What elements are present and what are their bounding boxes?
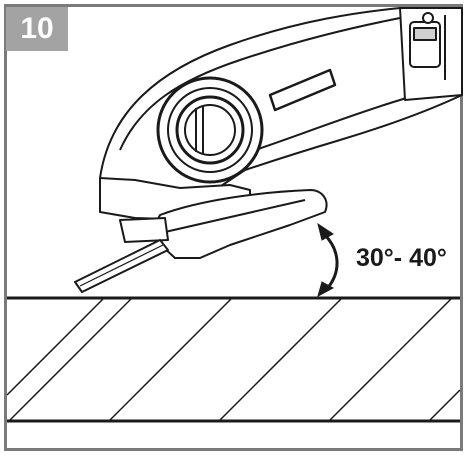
switch-block: [399, 7, 463, 101]
step-number-badge: 10: [6, 7, 68, 51]
housing-contour-lower: [254, 79, 461, 151]
disc-edge: [79, 244, 164, 287]
wheel-guard: [149, 189, 328, 259]
guard-edge: [164, 199, 306, 233]
angle-label: 30°- 40°: [356, 244, 447, 272]
housing-contour: [119, 17, 401, 151]
guard-clamp: [119, 217, 169, 243]
angle-arrowhead-bottom: [317, 281, 335, 297]
angle-arrowhead-top: [317, 222, 334, 241]
angle-grinder: [74, 7, 463, 293]
work-surface: [6, 296, 461, 423]
surface-hatching: [6, 298, 461, 421]
angle-indicator: [317, 222, 339, 297]
spindle-lock-button: [156, 76, 264, 184]
vent-slot: [268, 68, 337, 112]
angle-arc: [322, 232, 339, 291]
